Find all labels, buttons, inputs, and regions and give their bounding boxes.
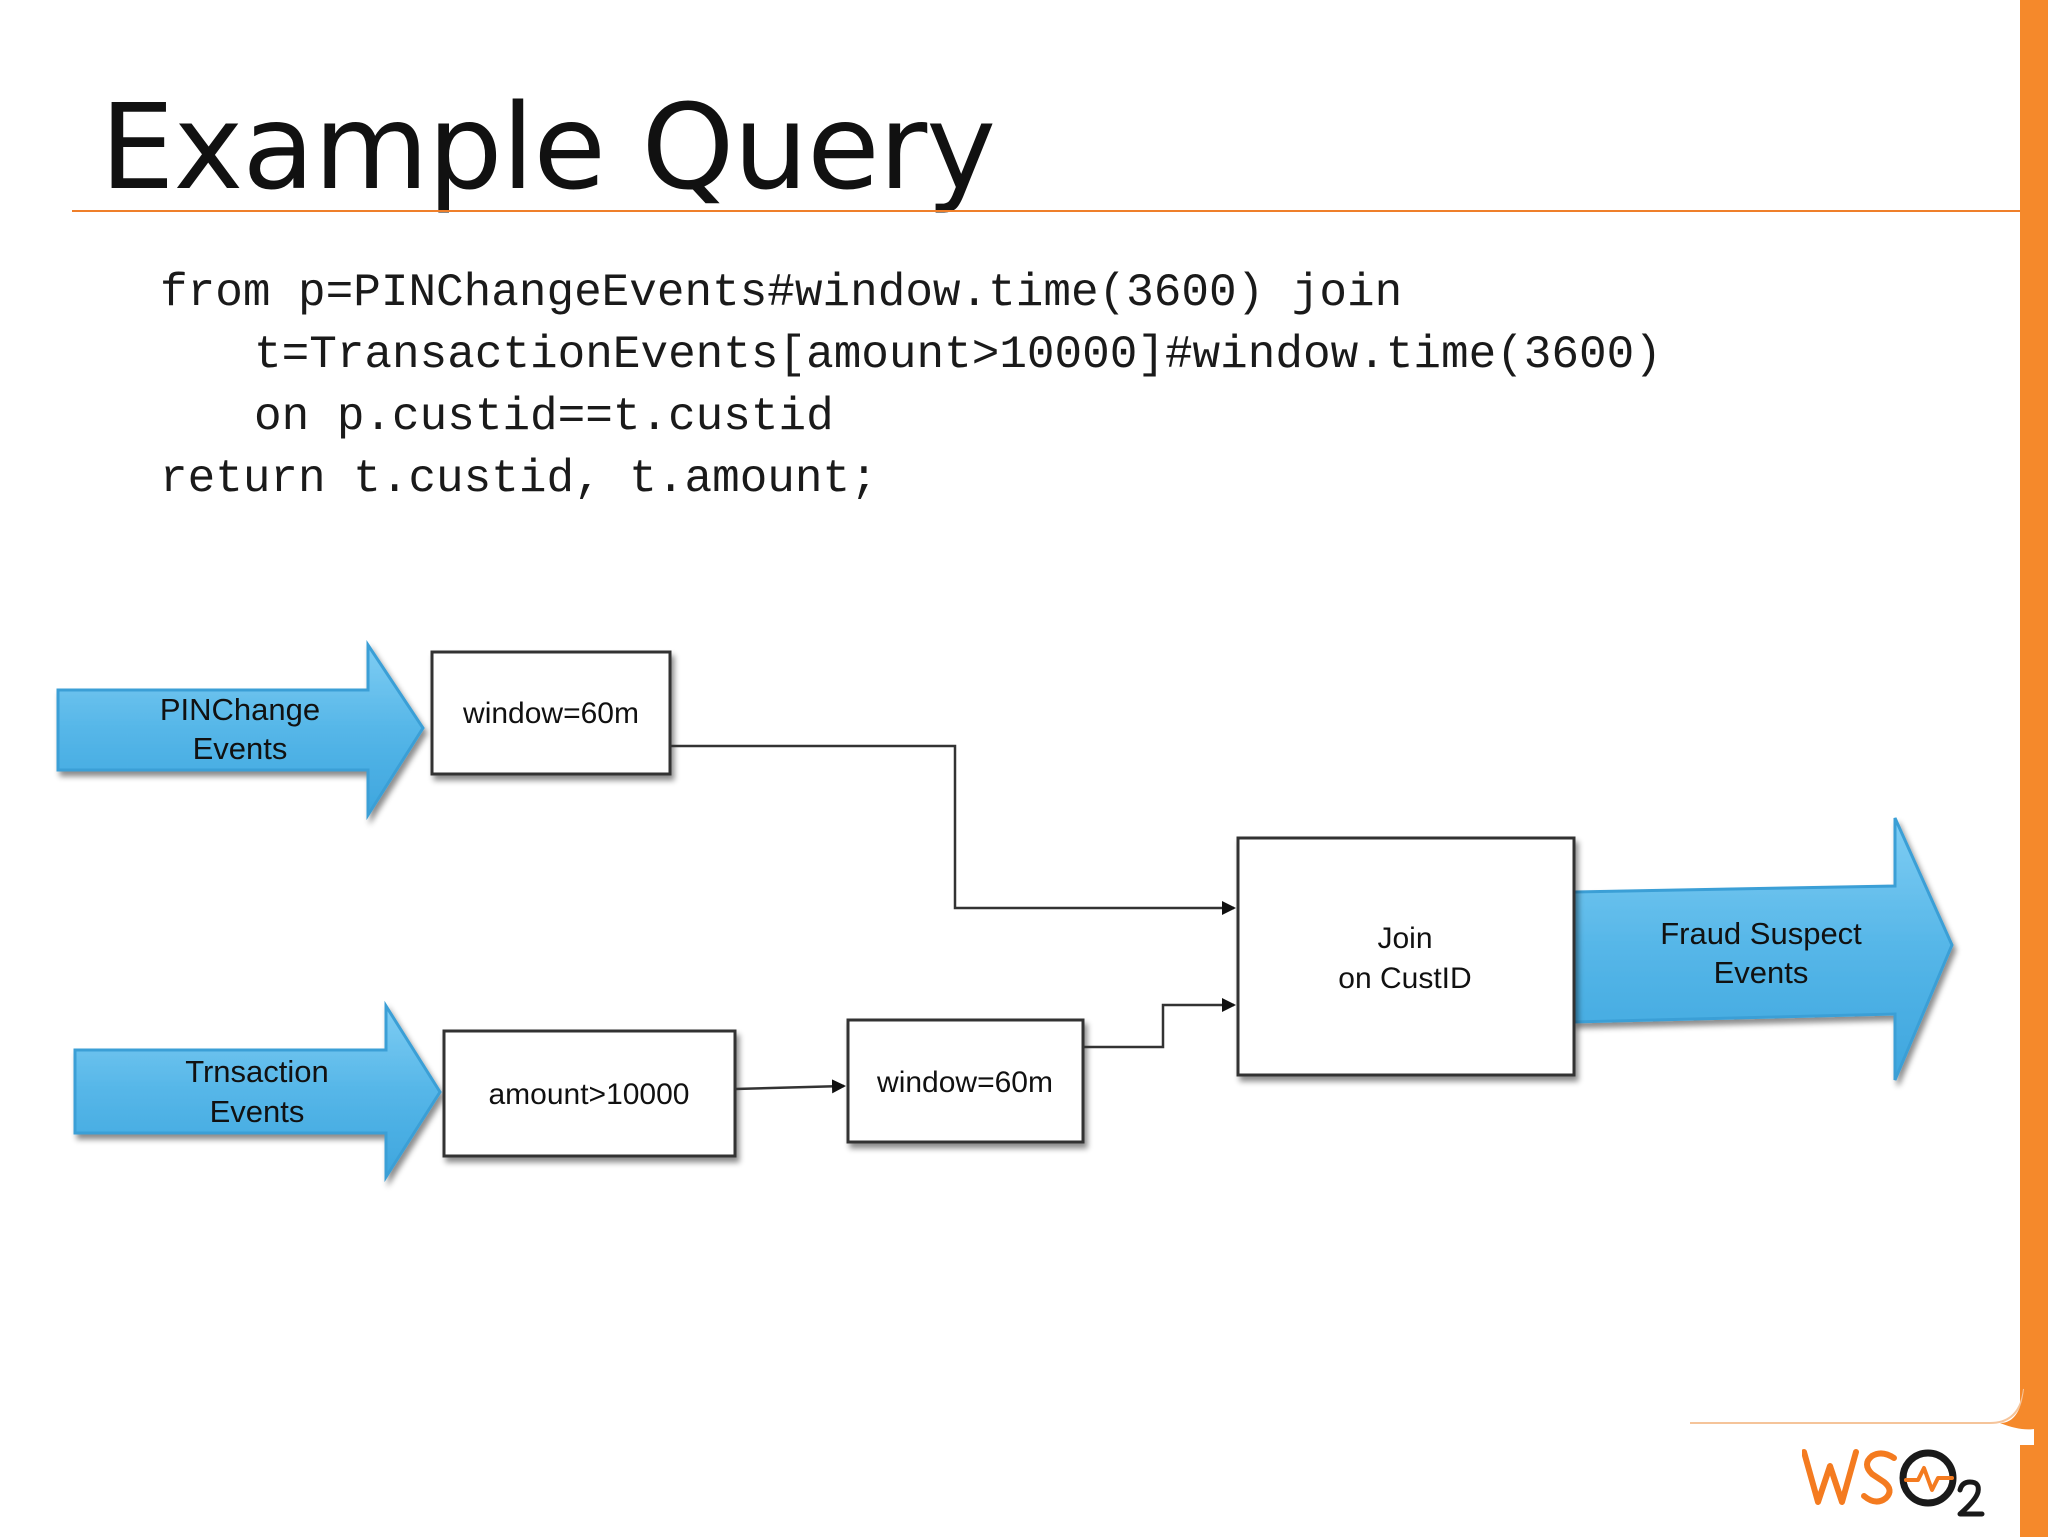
join-label-line2: on CustID (1338, 962, 1471, 995)
code-line: return t.custid, t.amount; (160, 453, 878, 505)
page-title: Example Query (100, 78, 996, 216)
wso2-logo-icon (1802, 1449, 1985, 1517)
pin-window-box: window=60m (430, 650, 672, 776)
fraud-output-arrow: Fraud Suspect Events (1572, 817, 1954, 1081)
join-label-line1: Join (1377, 922, 1432, 955)
pinchange-label-line1: PINChange (160, 692, 320, 727)
txn-window-label: window=60m (876, 1066, 1053, 1099)
query-code: from p=PINChangeEvents#window.time(3600)… (160, 262, 1662, 510)
pinchange-label-line2: Events (193, 731, 288, 766)
amount-filter-box: amount>10000 (442, 1029, 737, 1158)
accent-curve (1690, 1388, 2034, 1445)
connector-filter-to-window (734, 1079, 846, 1094)
connector-pin-window-to-join (670, 744, 1236, 915)
output-label-line1: Fraud Suspect (1660, 916, 1862, 951)
title-divider (72, 210, 2020, 212)
code-line: from p=PINChangeEvents#window.time(3600)… (160, 267, 1403, 319)
pin-window-label: window=60m (462, 697, 639, 730)
txn-window-box: window=60m (846, 1018, 1085, 1144)
transaction-label-line1: Trnsaction (185, 1054, 329, 1089)
code-line: t=TransactionEvents[amount>10000]#window… (254, 329, 1662, 381)
code-line: on p.custid==t.custid (254, 391, 834, 443)
transaction-label-line2: Events (210, 1094, 305, 1129)
join-box: Join on CustID (1236, 836, 1576, 1077)
connector-txn-window-to-join (1083, 998, 1236, 1049)
accent-bar (2020, 0, 2048, 1537)
transaction-input-arrow: Trnsaction Events (73, 1000, 442, 1183)
output-label-line2: Events (1714, 955, 1809, 990)
amount-filter-label: amount>10000 (488, 1078, 689, 1111)
pinchange-input-arrow: PINChange Events (56, 640, 425, 821)
